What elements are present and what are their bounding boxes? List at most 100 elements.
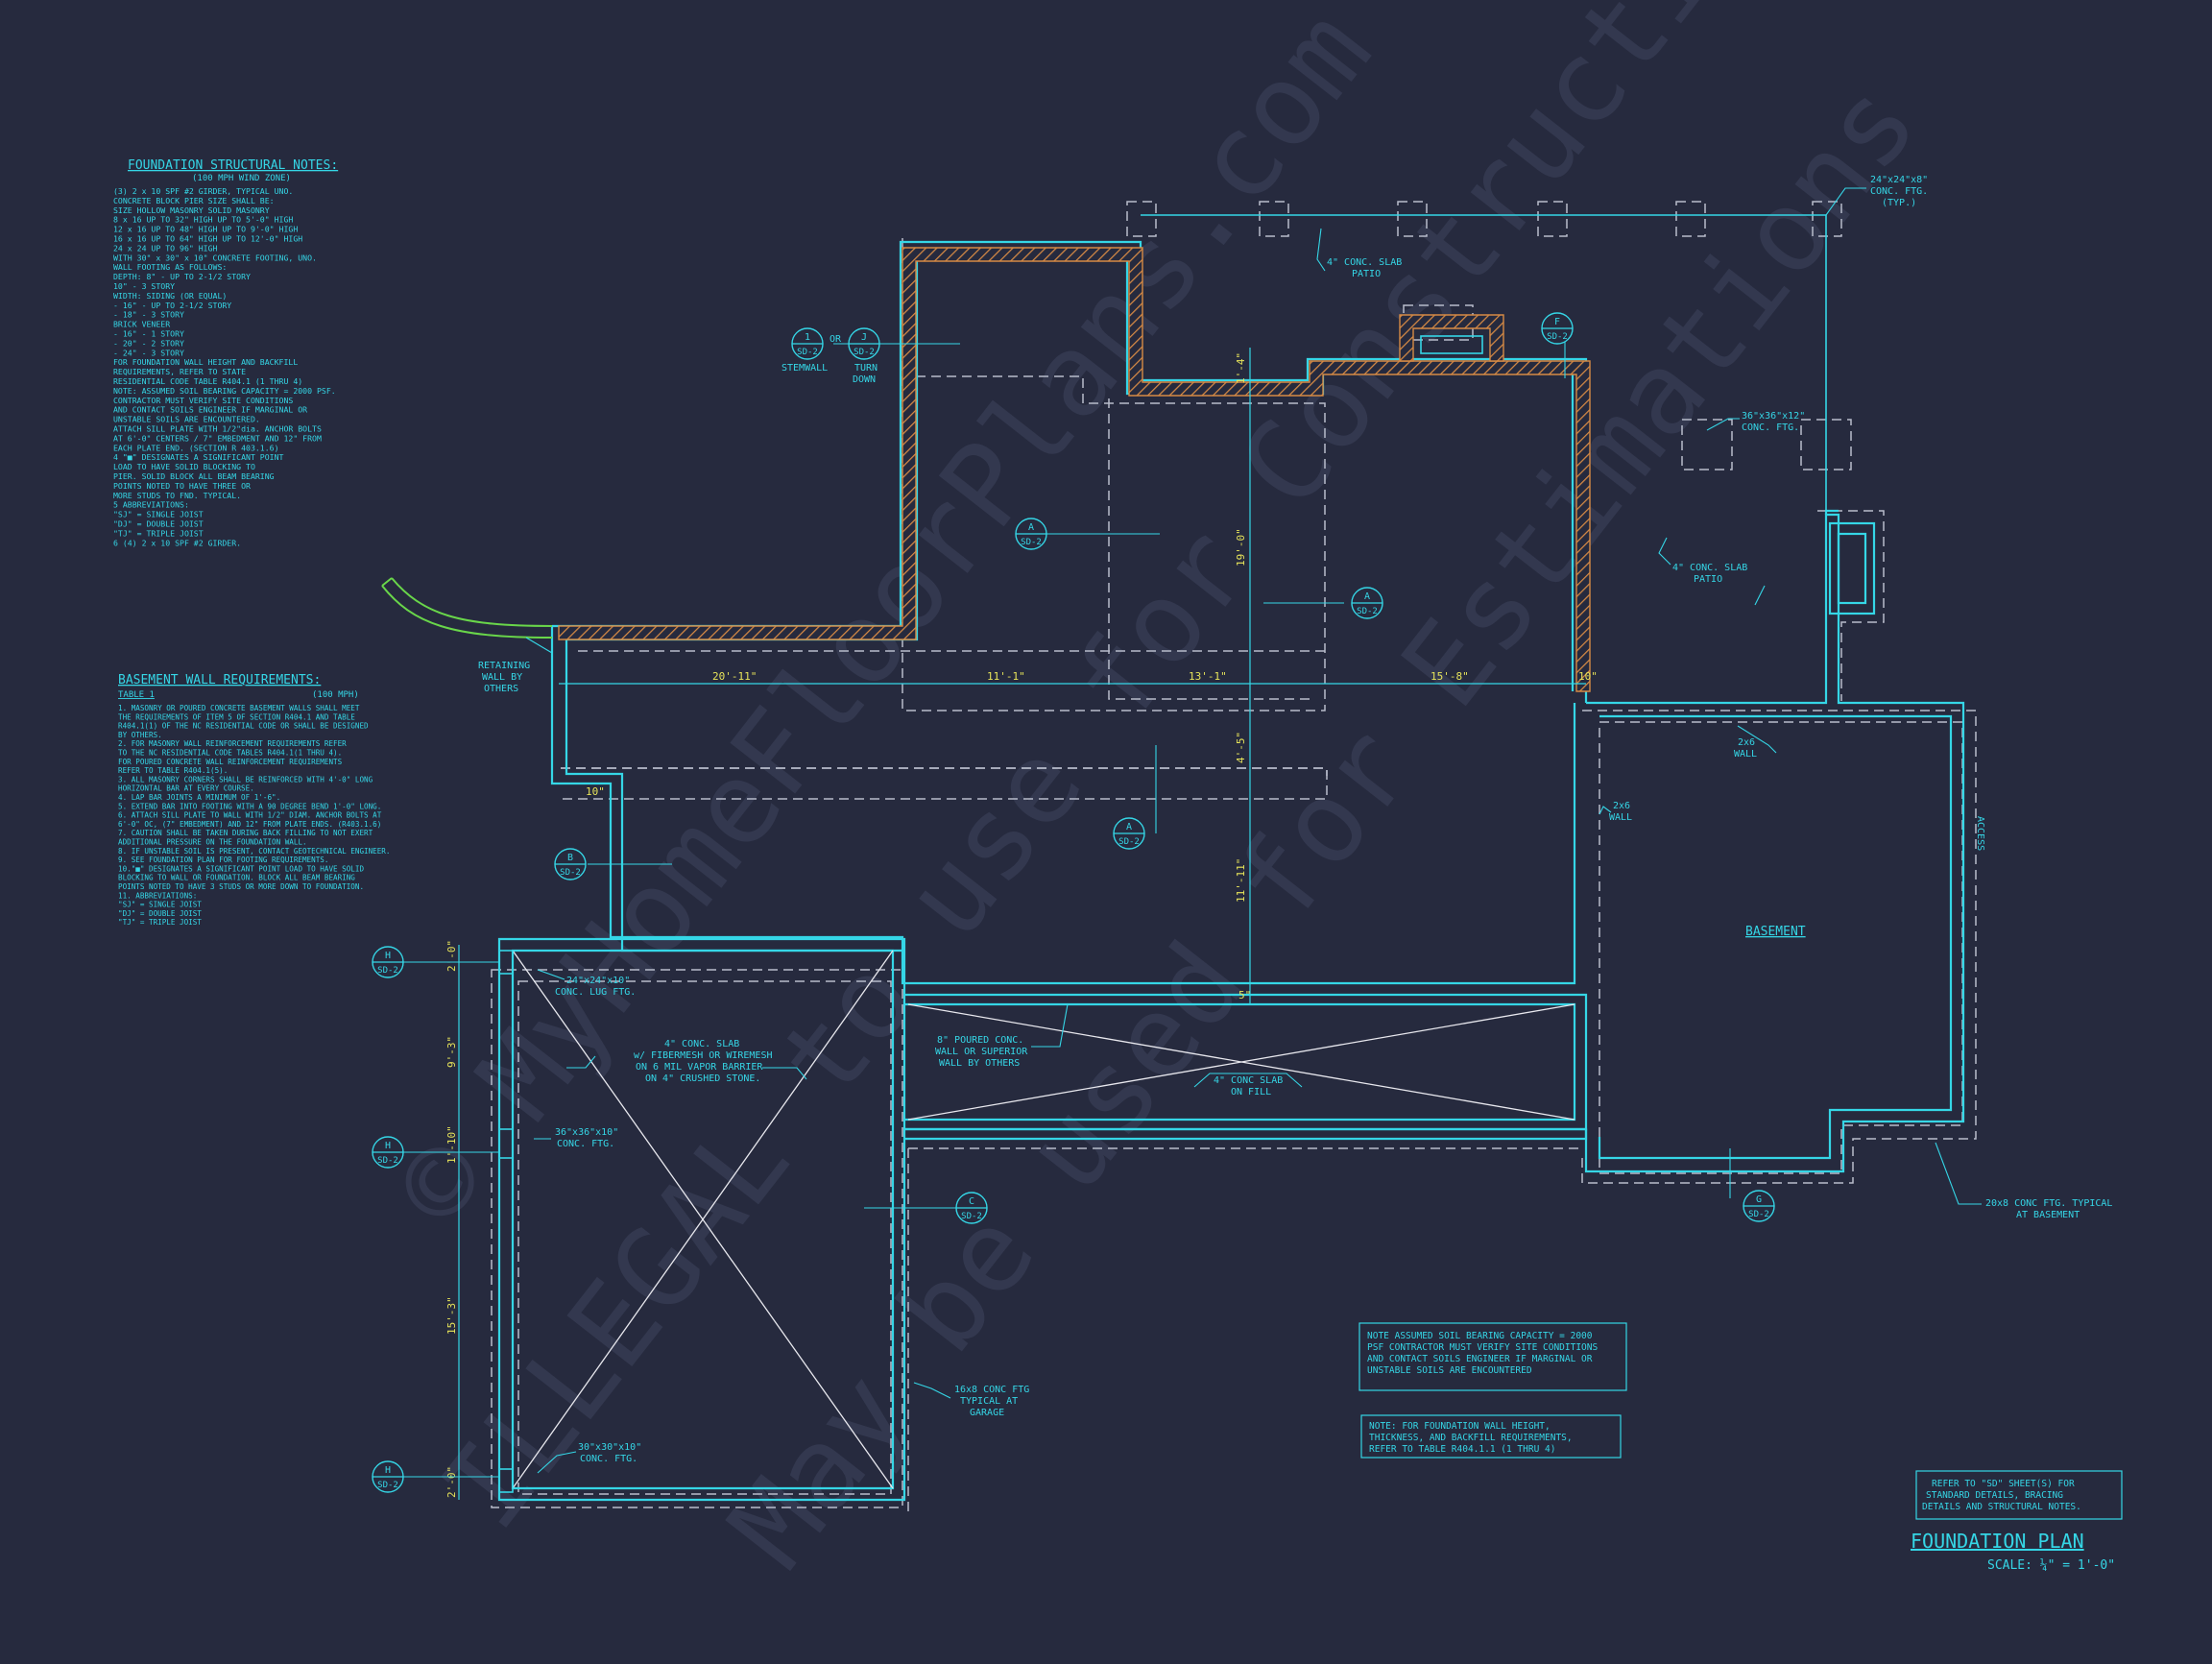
room-label-basement: BASEMENT xyxy=(1745,925,1806,939)
basement-note-line-2: THE REQUIREMENTS OF ITEM 5 OF SECTION R4… xyxy=(118,712,355,721)
wall-garage-outer xyxy=(497,937,906,1502)
annot-conc-ftg-typ: 24"x24"x8" CONC. FTG. (TYP.) xyxy=(1870,175,1928,208)
section-tag-letter: G xyxy=(1756,1194,1762,1205)
leader-patio-right-2 xyxy=(1754,585,1766,606)
section-tag-h1: H SD-2 xyxy=(372,946,404,978)
ftg-4 xyxy=(1537,201,1568,237)
title-block: REFER TO "SD" SHEET(S) FOR STANDARD DETA… xyxy=(1911,1470,2123,1573)
structural-note-line-19: FOR FOUNDATION WALL HEIGHT AND BACKFILL xyxy=(113,357,298,367)
note-wall-3: REFER TO TABLE R404.1.1 (1 THRU 4) xyxy=(1369,1444,1555,1455)
section-tag-1: 1SD-2 xyxy=(791,327,824,360)
note-wall-frame xyxy=(1360,1414,1622,1459)
band-x-2 xyxy=(907,1003,1575,1121)
hatched-chimney xyxy=(1399,314,1504,362)
section-tag-c: CSD-2 xyxy=(955,1192,988,1224)
dim-15-8: 15'-8" xyxy=(1431,670,1469,683)
section-tag-sheet: SD-2 xyxy=(560,868,581,878)
structural-note-line-2: CONCRETE BLOCK PIER SIZE SHALL BE: xyxy=(113,196,275,205)
annot-retaining-1: RETAINING xyxy=(478,661,530,671)
annot-slab-fill-1: 4" CONC SLAB xyxy=(1214,1075,1283,1086)
garage-x-2 xyxy=(512,950,894,1489)
dim-1-10: 1'-10" xyxy=(445,1125,458,1164)
chimney-flue xyxy=(1420,335,1483,354)
structural-note-line-4: 8 x 16 UP TO 32" HIGH UP TO 5'-0" HIGH xyxy=(113,215,293,225)
watermark-line-3: May be used for Estimations xyxy=(704,59,1942,1591)
note-soil-1: NOTE ASSUMED SOIL BEARING CAPACITY = 200… xyxy=(1367,1331,1593,1341)
note-soil-box: NOTE ASSUMED SOIL BEARING CAPACITY = 200… xyxy=(1358,1322,1627,1391)
structural-notes-lines: (3) 2 x 10 SPF #2 GIRDER, TYPICAL UNO.CO… xyxy=(113,186,336,547)
basement-note-line-13: 6. ATTACH SILL PLATE TO WALL WITH 1/2" D… xyxy=(118,811,382,820)
basement-note-line-21: POINTS NOTED TO HAVE 3 STUDS OR MORE DOW… xyxy=(118,882,364,891)
basement-note-line-4: BY OTHERS. xyxy=(118,731,162,739)
basement-note-line-22: 11. ABBREVIATIONS: xyxy=(118,891,197,900)
ftg-1 xyxy=(1126,201,1157,237)
basement-note-line-6: TO THE NC RESIDENTIAL CODE TABLES R404.1… xyxy=(118,749,342,758)
basement-wall-requirements: BASEMENT WALL REQUIREMENTS: TABLE 1 (100… xyxy=(118,673,390,927)
annot-turn: TURN xyxy=(854,363,878,374)
section-tag-sheet: SD-2 xyxy=(1547,332,1568,342)
point-load-posts xyxy=(498,950,514,1493)
leader-ftg-36 xyxy=(1706,418,1740,431)
leader-retaining xyxy=(525,637,553,654)
section-tag-sheet: SD-2 xyxy=(1357,607,1378,616)
footing-band-top xyxy=(561,767,1328,776)
annot-or: OR xyxy=(830,334,842,345)
leader-2x6-a xyxy=(1737,725,1777,754)
section-tag-sheet: SD-2 xyxy=(377,1481,398,1490)
section-tag-sheet: SD-2 xyxy=(377,966,398,976)
note-soil-4: UNSTABLE SOILS ARE ENCOUNTERED xyxy=(1367,1365,1532,1376)
annot-ftg-16x8-1: 16x8 CONC FTG xyxy=(954,1385,1029,1395)
wall-band-low xyxy=(904,1127,1588,1141)
structural-notes-subheading: (100 MPH WIND ZONE) xyxy=(192,174,291,183)
section-tag-letter: H xyxy=(385,1465,391,1476)
dim-19-0: 19'-0" xyxy=(1235,528,1247,567)
annot-ftg-20x8-1: 20x8 CONC FTG. TYPICAL xyxy=(1985,1198,2112,1209)
refer-note-1: REFER TO "SD" SHEET(S) FOR xyxy=(1932,1479,2075,1489)
dim-1-4: 1'-4" xyxy=(1235,352,1247,384)
structural-note-line-38: 6 (4) 2 x 10 SPF #2 GIRDER. xyxy=(113,538,241,547)
section-tag-letter: A xyxy=(1028,522,1034,533)
note-soil-frame xyxy=(1358,1322,1627,1391)
slab-crosses xyxy=(512,950,1575,1489)
section-tag-sheet: SD-2 xyxy=(1118,837,1140,847)
annot-ftg-16x8-3: GARAGE xyxy=(970,1408,1004,1418)
retaining-arc-inner xyxy=(391,577,553,627)
basement-note-line-8: REFER TO TABLE R404.1(5). xyxy=(118,766,228,775)
annot-ftg-30-2: CONC. FTG. xyxy=(580,1454,637,1464)
hatched-walls xyxy=(558,247,1591,692)
basement-note-line-14: 6'-0" OC, (7" EMBEDMENT) AND 12" FROM PL… xyxy=(118,820,381,829)
post-2 xyxy=(498,1128,514,1159)
section-tag-f: F SD-2 xyxy=(1541,312,1574,345)
section-tag-a3: ASD-2 xyxy=(1113,817,1145,850)
dim-9-3: 9'-3" xyxy=(445,1036,458,1068)
footing-inner xyxy=(1108,398,1315,700)
annotations: 24"x24"x8" CONC. FTG. (TYP.) 4" CONC. SL… xyxy=(478,175,2112,1464)
wall-basement-inner xyxy=(1598,714,1953,1160)
annot-patio-top: 4" CONC. SLAB PATIO xyxy=(1327,257,1402,279)
basement-note-line-3: R404.1(1) OF THE NC RESIDENTIAL CODE OR … xyxy=(118,722,369,731)
structural-note-line-33: MORE STUDS TO FND. TYPICAL. xyxy=(113,491,241,500)
sheet-scale: SCALE: ¼" = 1'-0" xyxy=(1987,1558,2115,1573)
refer-note-2: STANDARD DETAILS, BRACING xyxy=(1926,1490,2063,1501)
section-tag-b: BSD-2 xyxy=(554,848,587,880)
section-tag-j: JSD-2 xyxy=(848,327,880,360)
section-tag-letter: 1 xyxy=(805,332,810,343)
structural-note-line-29: 4 "■" DESIGNATES A SIGNIFICANT POINT xyxy=(113,452,284,462)
section-tag-letter: F xyxy=(1554,317,1560,327)
annot-ftg-36b-1: 36"x36"x10" xyxy=(555,1127,618,1138)
structural-note-line-28: EACH PLATE END. (SECTION R 403.1.6) xyxy=(113,443,279,452)
annot-conc-ftg-typ-2: CONC. FTG. xyxy=(1870,186,1928,197)
annot-ftg-30-1: 30"x30"x10" xyxy=(578,1442,641,1453)
structural-note-line-36: "DJ" = DOUBLE JOIST xyxy=(113,519,204,529)
dim-20-11: 20'-11" xyxy=(712,670,757,683)
annot-poured-wall-3: WALL BY OTHERS xyxy=(939,1058,1020,1069)
note-wall-2: THICKNESS, AND BACKFILL REQUIREMENTS, xyxy=(1369,1433,1573,1443)
annot-poured-wall-1: 8" POURED CONC. xyxy=(937,1035,1023,1046)
section-tag-g: GSD-2 xyxy=(1743,1190,1775,1222)
section-tag-letter: H xyxy=(385,1141,391,1151)
structural-note-line-15: BRICK VENEER xyxy=(113,320,170,329)
section-tag-letter: H xyxy=(385,951,391,961)
annot-lug-ftg-1: 24"x24"x10" xyxy=(566,976,630,986)
